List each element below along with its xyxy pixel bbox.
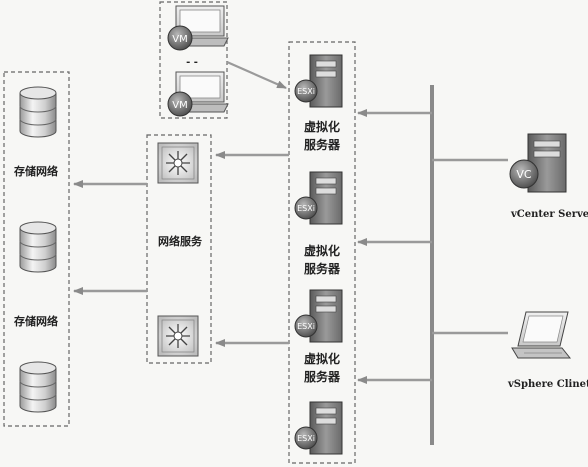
vm-ellipsis: - - — [186, 57, 198, 68]
esxi-server-icon: ESXi — [294, 54, 343, 108]
esxi-server-icon: ESXi — [294, 289, 343, 343]
network-service-label: 网络服务 — [158, 234, 203, 248]
esxi-server-icon: ESXi — [294, 171, 343, 225]
storage-disk-icon — [19, 86, 57, 138]
storage-group-border — [3, 71, 70, 427]
connection-lines — [73, 60, 508, 445]
esxi-label: ESXi — [297, 322, 315, 331]
server-group-border — [288, 41, 356, 464]
storage-network-label-2: 存储网络 — [14, 314, 58, 328]
server-caption-line1: 虚拟化 — [304, 119, 340, 134]
vm-group: VM - - VM — [159, 1, 229, 119]
storage-network-label-1: 存储网络 — [14, 164, 58, 178]
server-caption-line2: 服务器 — [304, 261, 341, 276]
arrow-vm-to-server — [226, 60, 287, 90]
server-caption-line1: 虚拟化 — [304, 351, 340, 366]
storage-disk-icon — [19, 221, 57, 273]
network-group-border — [146, 134, 212, 364]
esxi-label: ESXi — [297, 204, 315, 213]
network-switch-icon — [157, 315, 199, 357]
esxi-server-icon: ESXi — [294, 401, 343, 455]
vsphere-client: vSphere Clinet — [507, 311, 588, 390]
vm-label-2: VM — [172, 100, 187, 111]
esxi-label: ESXi — [297, 87, 315, 96]
network-service-group: 网络服务 — [146, 134, 212, 364]
vcenter-server-label: vCenter Server — [510, 209, 588, 220]
vcenter-badge-label: VC — [516, 168, 532, 181]
server-caption-line1: 虚拟化 — [304, 243, 340, 258]
vcenter-server: VC vCenter Server — [509, 133, 588, 220]
vcenter-server-icon: VC — [509, 133, 567, 193]
server-caption-line2: 服务器 — [304, 137, 341, 152]
storage-group: 存储网络 存储网络 — [3, 71, 70, 427]
storage-disk-icon — [19, 361, 57, 413]
esxi-label: ESXi — [297, 434, 315, 443]
network-switch-icon — [157, 142, 199, 184]
server-group: ESXi 虚拟化 服务器 ESXi 虚拟化 服务器 ESXi 虚拟化 服务器 — [288, 41, 356, 464]
vsphere-client-label: vSphere Clinet — [507, 379, 588, 390]
virtual-machine-icon: VM — [167, 71, 229, 117]
virtual-machine-icon: VM — [167, 5, 229, 51]
vm-label-1: VM — [172, 34, 187, 45]
server-caption-line2: 服务器 — [304, 369, 341, 384]
laptop-icon — [511, 311, 572, 359]
vm-group-border — [159, 1, 228, 119]
